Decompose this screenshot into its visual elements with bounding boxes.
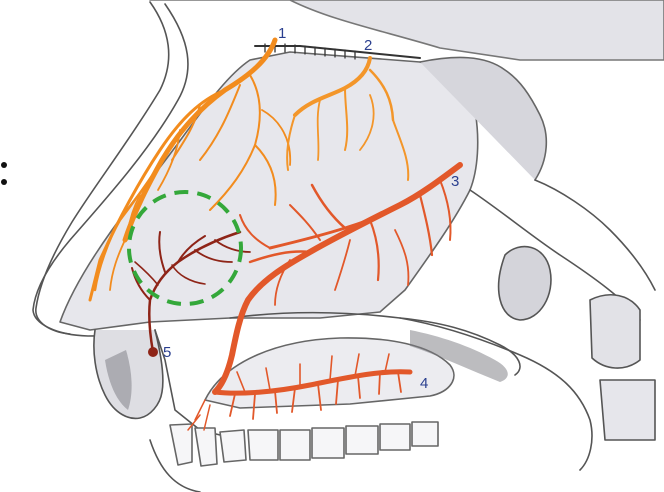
eustachian-opening <box>499 247 551 320</box>
posterior-pharynx <box>535 180 655 290</box>
upper-teeth <box>170 422 438 466</box>
nasal-cavity <box>60 52 478 330</box>
label-1: 1 <box>278 25 286 42</box>
label-4: 4 <box>420 375 428 392</box>
edge-dot <box>1 162 7 168</box>
cervical-vertebra-lower <box>600 380 655 440</box>
label-3: 3 <box>451 173 459 190</box>
oral-cavity <box>205 338 454 408</box>
skull-region <box>150 0 664 60</box>
labial-artery-origin <box>148 347 158 357</box>
edge-dot <box>1 179 7 185</box>
label-2: 2 <box>364 37 372 54</box>
label-5: 5 <box>163 344 171 361</box>
cervical-vertebra <box>590 295 640 368</box>
